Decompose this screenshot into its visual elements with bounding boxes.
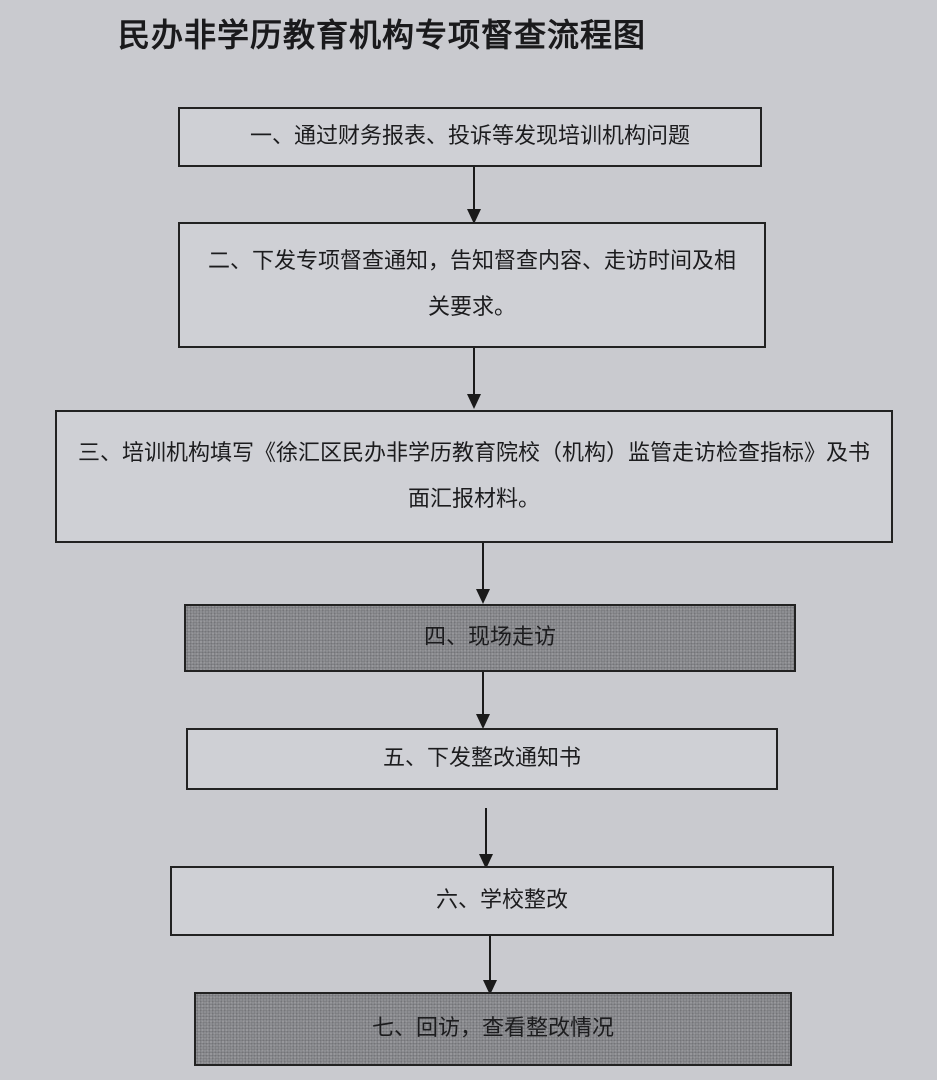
arrow-down-icon — [479, 854, 493, 869]
step-6-box: 六、学校整改 — [170, 866, 834, 936]
arrow-down-icon — [467, 209, 481, 224]
step-1-label: 一、通过财务报表、投诉等发现培训机构问题 — [249, 124, 690, 149]
step-4-box: 四、现场走访 — [184, 604, 796, 672]
arrow-2-to-3 — [467, 348, 481, 410]
arrow-down-icon — [476, 714, 490, 729]
arrow-down-icon — [483, 980, 497, 995]
arrow-3-to-4 — [476, 543, 490, 605]
step-7-box: 七、回访，查看整改情况 — [194, 992, 792, 1066]
arrow-1-to-2 — [467, 167, 481, 224]
step-5-box: 五、下发整改通知书 — [186, 728, 778, 790]
arrow-4-to-5 — [476, 672, 490, 730]
arrow-6-to-7 — [483, 936, 497, 996]
step-3-box: 三、培训机构填写《徐汇区民办非学历教育院校（机构）监管走访检查指标》及书面汇报材… — [55, 410, 893, 543]
step-6-label: 六、学校整改 — [435, 888, 568, 913]
arrow-5-to-6 — [479, 808, 493, 870]
flowchart-title: 民办非学历教育机构专项督查流程图 — [118, 16, 647, 54]
arrow-down-icon — [476, 589, 490, 604]
step-1-box: 一、通过财务报表、投诉等发现培训机构问题 — [178, 107, 762, 167]
step-3-label: 三、培训机构填写《徐汇区民办非学历教育院校（机构）监管走访检查指标》及书面汇报材… — [77, 440, 870, 512]
step-2-label: 二、下发专项督查通知，告知督查内容、走访时间及相关要求。 — [207, 249, 736, 320]
step-4-label: 四、现场走访 — [423, 625, 556, 650]
step-2-box: 二、下发专项督查通知，告知督查内容、走访时间及相关要求。 — [178, 222, 766, 348]
step-7-label: 七、回访，查看整改情况 — [371, 1016, 614, 1041]
step-5-label: 五、下发整改通知书 — [382, 746, 581, 771]
arrow-down-icon — [467, 394, 481, 409]
